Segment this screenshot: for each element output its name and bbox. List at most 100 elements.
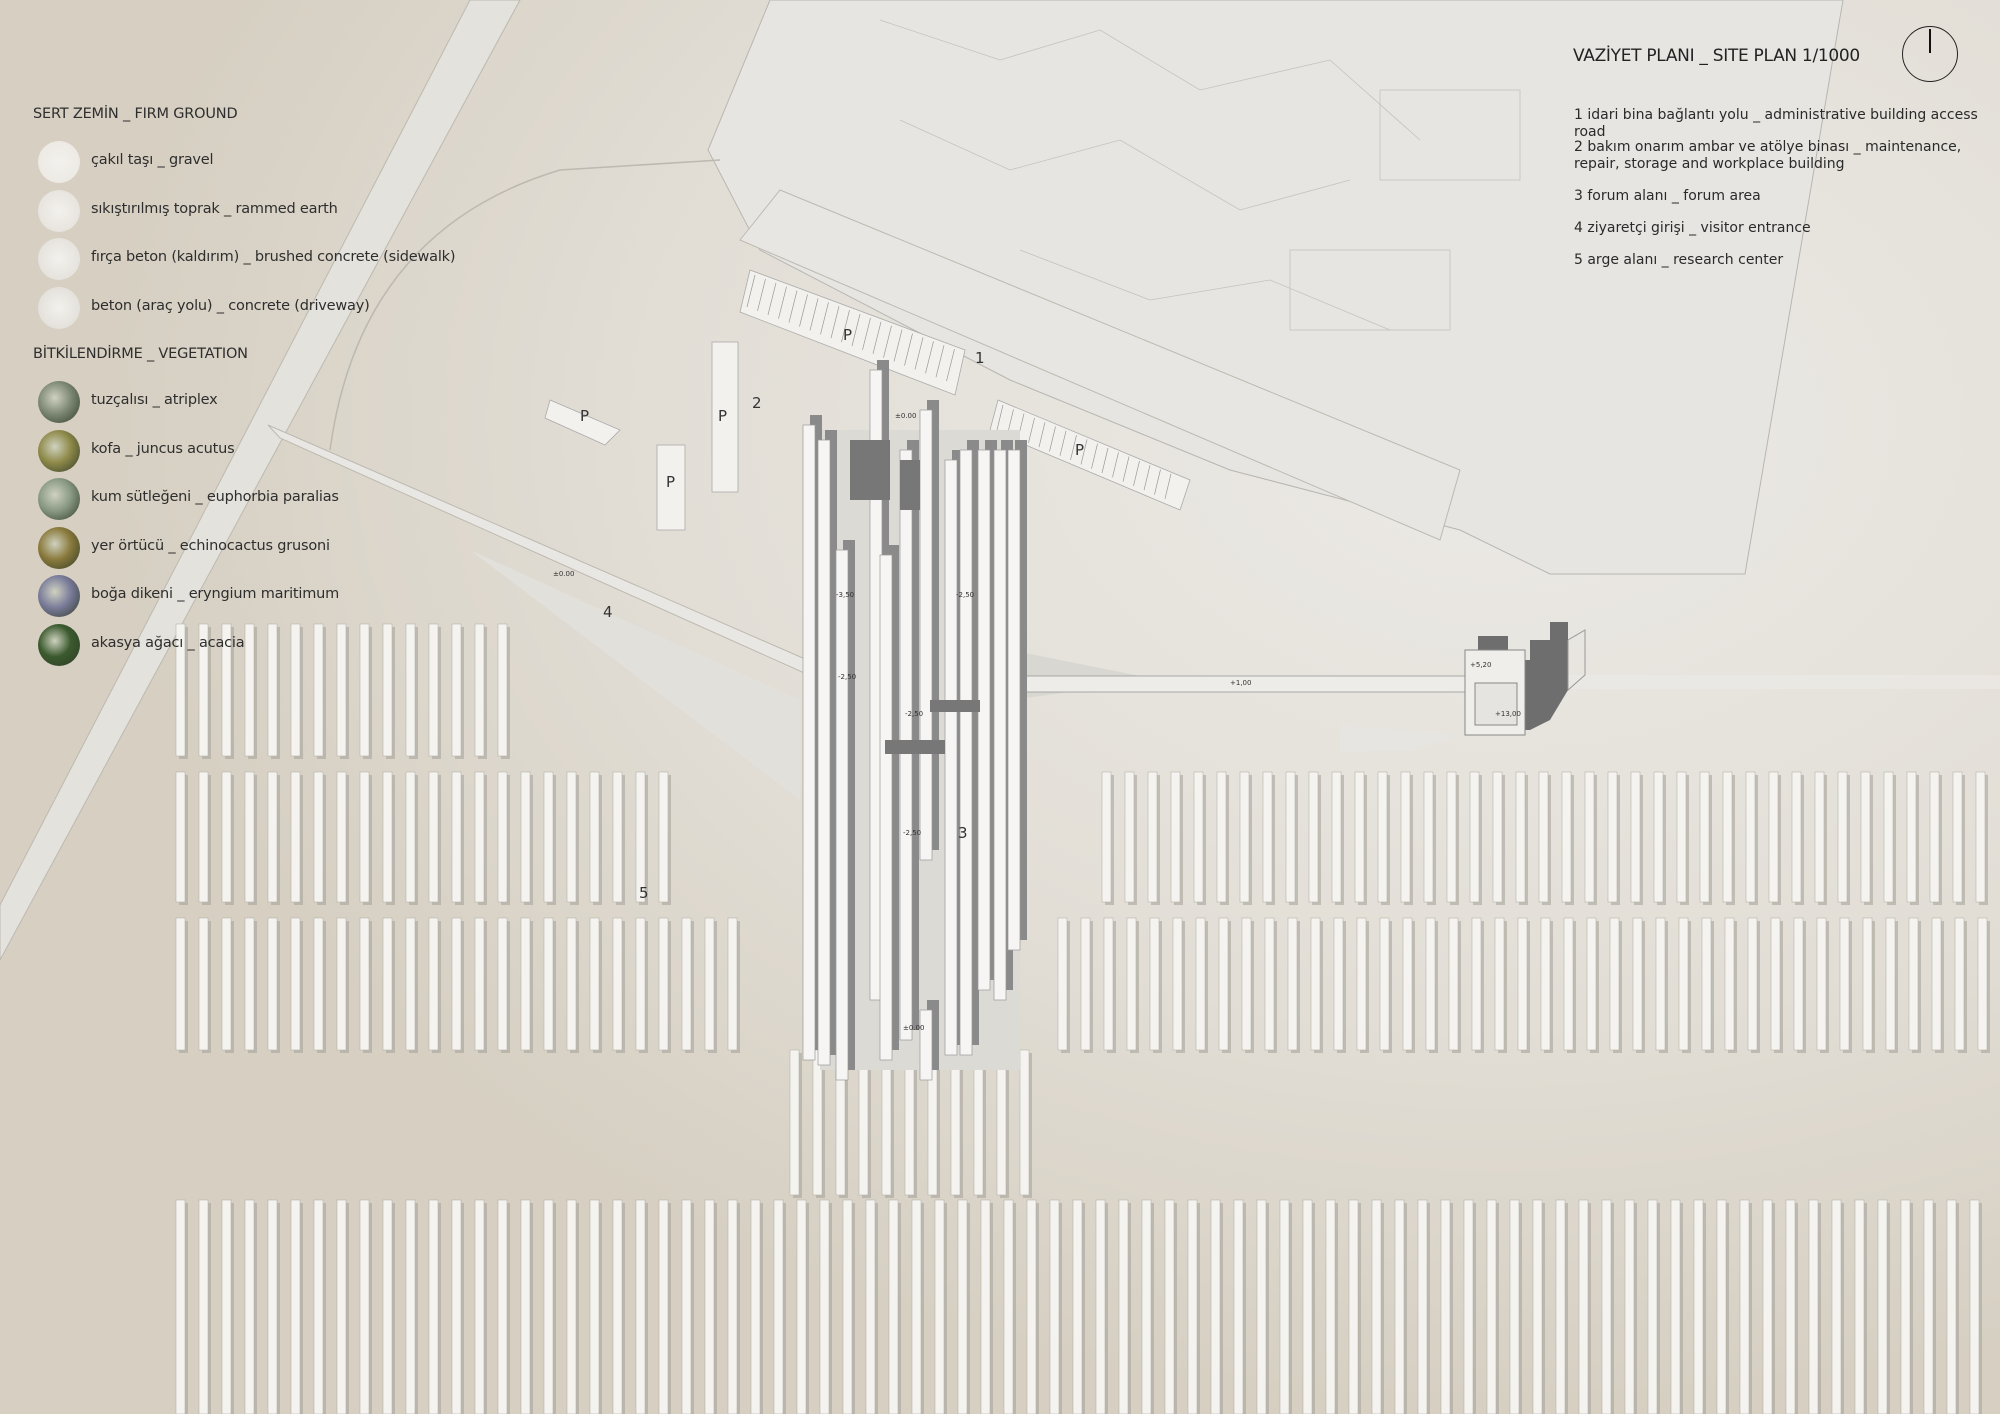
solar-panel-strip [474, 1199, 485, 1414]
solar-panel-strip [405, 917, 416, 1051]
solar-panel-strip [451, 623, 462, 757]
legend-item-label: sıkıştırılmış toprak _ rammed earth [91, 200, 338, 217]
forum-plaza [470, 550, 800, 800]
solar-panel-strip [244, 1199, 255, 1414]
solar-panel-rows [175, 623, 1990, 1414]
solar-panel-strip [198, 917, 209, 1051]
solar-panel-strip [1931, 917, 1942, 1051]
solar-panel-strip [1716, 1199, 1727, 1414]
solar-panel-strip [1538, 771, 1549, 903]
solar-panel-strip [1517, 917, 1528, 1051]
solar-panel-strip [1469, 771, 1480, 903]
solar-panel-strip [497, 917, 508, 1051]
legend-item-label: beton (araç yolu) _ concrete (driveway) [91, 297, 370, 314]
solar-panel-strip [865, 1199, 876, 1414]
solar-panel-strip [1279, 1199, 1290, 1414]
solar-panel-strip [336, 623, 347, 757]
solar-panel-strip [1532, 1199, 1543, 1414]
elevation-mark: -2,50 [903, 829, 921, 837]
material-swatch [38, 238, 80, 280]
solar-panel-strip [359, 771, 370, 903]
vegetation-swatch [38, 478, 80, 520]
solar-panel-strip [451, 771, 462, 903]
solar-panel-strip [1425, 917, 1436, 1051]
parking-stall-line [1154, 469, 1161, 495]
solar-panel-strip [1584, 771, 1595, 903]
diagonal-road-west [0, 0, 521, 961]
building-wall [1007, 449, 1021, 951]
key-item: 4 ziyaretçi girişi _ visitor entrance [1574, 220, 1811, 236]
solar-panel-strip [1379, 917, 1390, 1051]
parking-stall-line [893, 329, 903, 362]
parking-stall-line [851, 313, 861, 347]
legend-heading-firm-ground: SERT ZEMİN _ FIRM GROUND [33, 106, 238, 122]
solar-panel-strip [221, 1199, 232, 1414]
building-wall [993, 449, 1007, 1001]
solar-panel-strip [1601, 1199, 1612, 1414]
parking-label: P [666, 473, 675, 491]
solar-panel-strip [1256, 1199, 1267, 1414]
solar-panel-strip [1172, 917, 1183, 1051]
solar-panel-strip [1816, 917, 1827, 1051]
solar-panel-strip [1954, 917, 1965, 1051]
solar-panel-strip [1609, 917, 1620, 1051]
solar-panel-strip [1147, 771, 1158, 903]
solar-panel-strip [566, 771, 577, 903]
solar-panel-strip [1233, 1199, 1244, 1414]
solar-panel-strip [1287, 917, 1298, 1051]
solar-panel-strip [382, 623, 393, 757]
solar-panel-strip [1607, 771, 1618, 903]
legend-item-label: fırça beton (kaldırım) _ brushed concret… [91, 249, 456, 265]
solar-panel-strip [1302, 1199, 1313, 1414]
solar-panel-strip [858, 1049, 869, 1196]
solar-panel-strip [1124, 771, 1135, 903]
parking-stall-line [883, 325, 892, 358]
solar-panel-strip [1239, 771, 1250, 903]
solar-panel-strip [1678, 917, 1689, 1051]
solar-panel-strip [1149, 917, 1160, 1051]
existing-facility-block [707, 0, 1844, 575]
solar-panel-strip [842, 1199, 853, 1414]
parking-label: P [718, 407, 727, 425]
legend-item-label: kofa _ juncus acutus [91, 440, 235, 457]
solar-panel-strip [474, 917, 485, 1051]
elevation-mark: ±0.00 [903, 1024, 924, 1032]
solar-panel-strip [1906, 771, 1917, 903]
solar-panel-strip [819, 1199, 830, 1414]
solar-panel-strip [1952, 771, 1963, 903]
solar-panel-strip [1785, 1199, 1796, 1414]
solar-panel-strip [359, 623, 370, 757]
solar-panel-strip [474, 623, 485, 757]
plan-title: VAZİYET PLANI _ SITE PLAN 1/1000 [1573, 46, 1860, 66]
solar-panel-strip [1164, 1199, 1175, 1414]
solar-panel-strip [1187, 1199, 1198, 1414]
solar-panel-strip [382, 917, 393, 1051]
solar-panel-strip [950, 1049, 961, 1196]
solar-panel-strip [497, 1199, 508, 1414]
solar-panel-strip [789, 1049, 800, 1196]
solar-panel-strip [1747, 917, 1758, 1051]
east-walkway [1550, 675, 2000, 689]
legend-item-label: yer örtücü _ echinocactus grusoni [91, 537, 330, 554]
solar-panel-strip [727, 917, 738, 1051]
building-wall [835, 549, 849, 1081]
solar-panel-strip [543, 771, 554, 903]
solar-panel-strip [221, 771, 232, 903]
solar-panel-strip [750, 1199, 761, 1414]
parking-stall-line [841, 310, 850, 343]
key-item: 5 arge alanı _ research center [1574, 252, 1784, 268]
building-wall [817, 439, 831, 1066]
solar-panel-strip [221, 917, 232, 1051]
solar-panel-strip [1026, 1199, 1037, 1414]
solar-panel-strip [336, 1199, 347, 1414]
solar-panel-strip [1885, 917, 1896, 1051]
solar-panel-strip [290, 1199, 301, 1414]
solar-panel-strip [1647, 1199, 1658, 1414]
access-road [739, 189, 1461, 541]
solar-panel-strip [520, 1199, 531, 1414]
parking-stall-line [1143, 465, 1151, 491]
solar-panel-strip [1676, 771, 1687, 903]
solar-panel-strip [1057, 917, 1068, 1051]
solar-panel-strip [589, 771, 600, 903]
solar-panel-strip [1417, 1199, 1428, 1414]
